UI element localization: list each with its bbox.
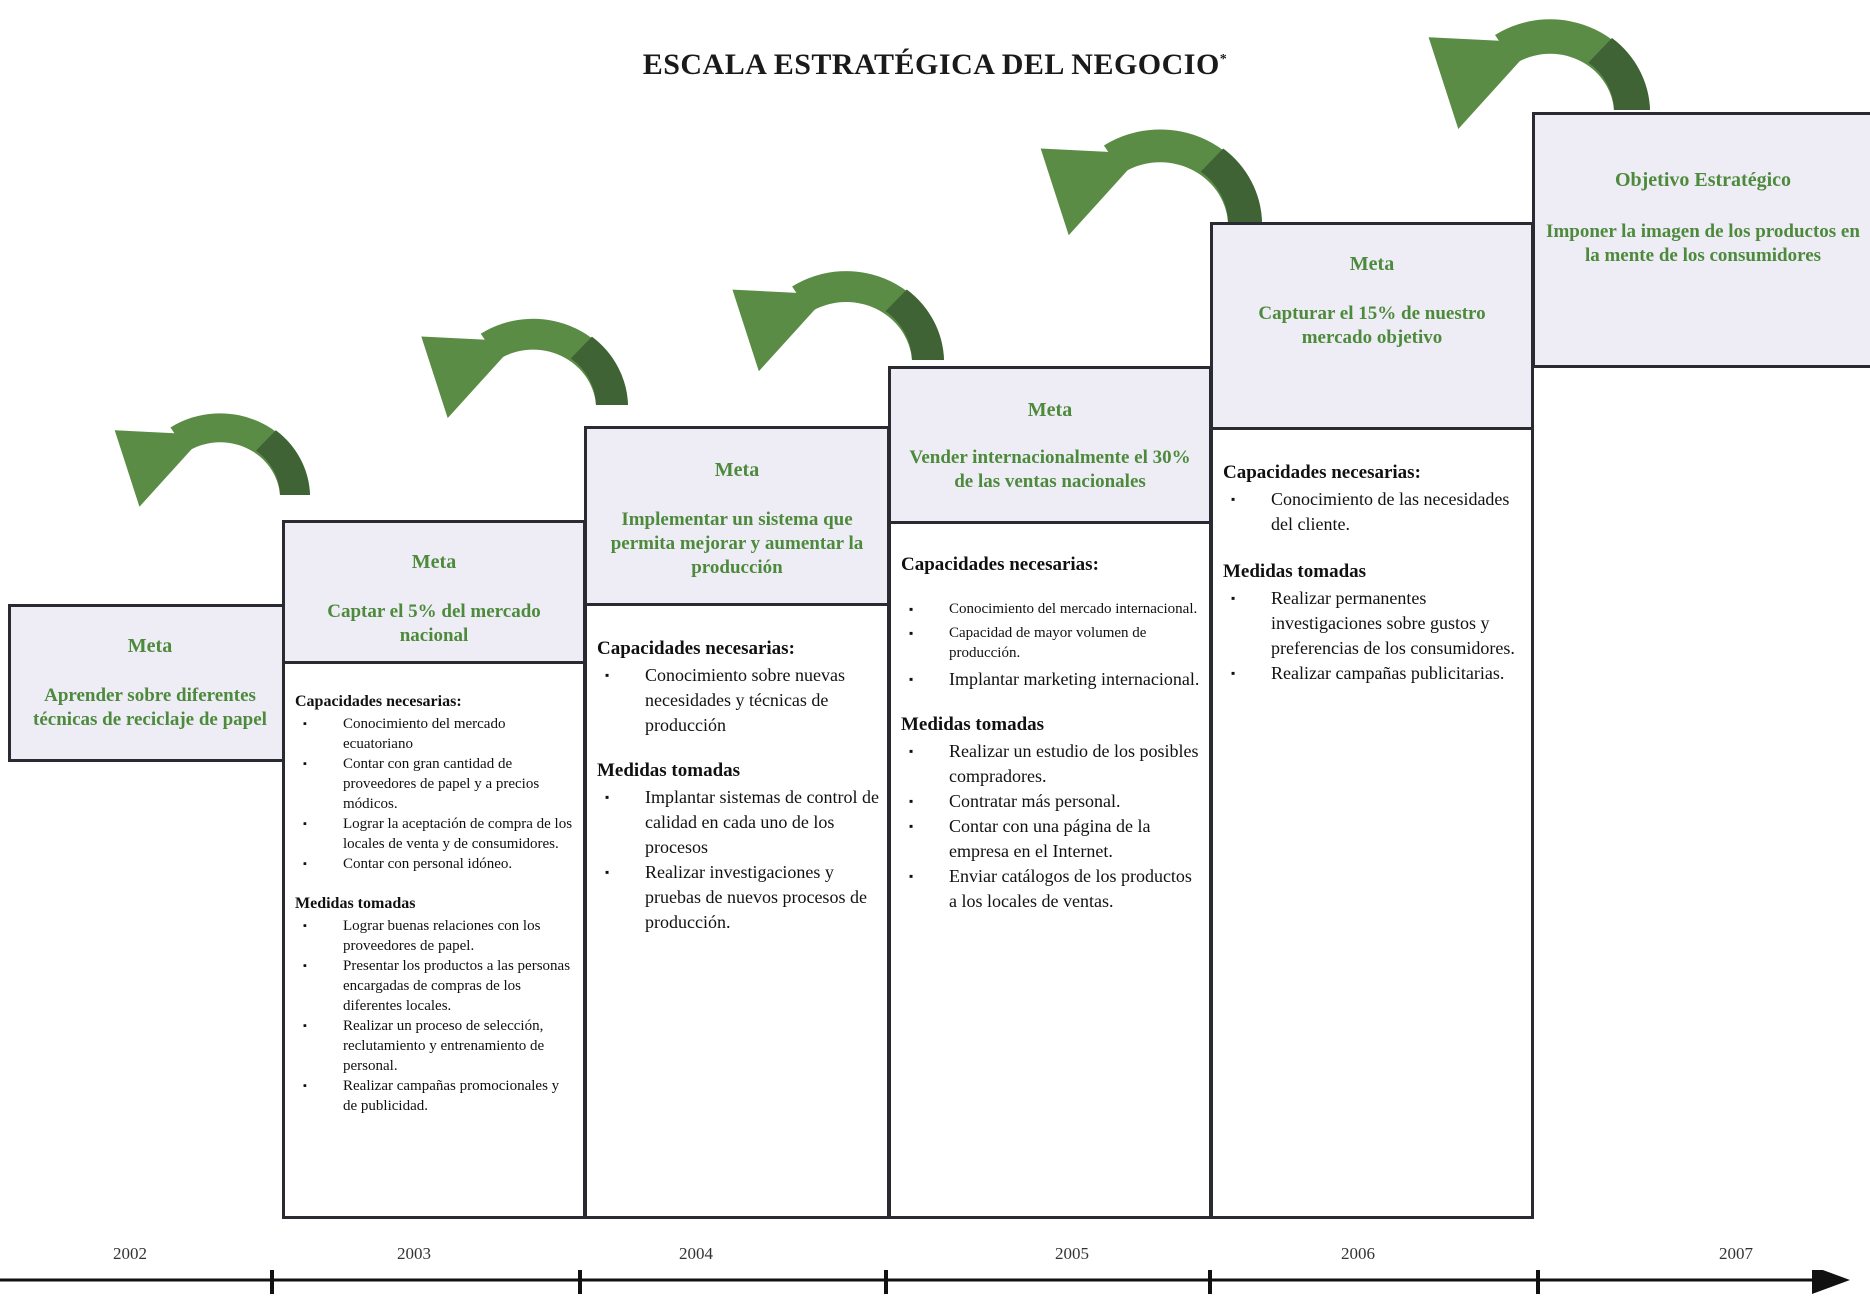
step-2006-med-title: Medidas tomadas bbox=[1223, 561, 1367, 582]
list-item: ▪Implantar sistemas de control de calida… bbox=[605, 787, 879, 857]
bullet-icon: ▪ bbox=[909, 744, 914, 758]
year-label-2002: 2002 bbox=[113, 1244, 147, 1263]
page-title: ESCALA ESTRATÉGICA DEL NEGOCIO* bbox=[0, 48, 1870, 82]
list-item: ▪Realizar campañas promocionales y de pu… bbox=[303, 1078, 560, 1114]
step-2004-meta-box: Meta Implementar un sistema que permita … bbox=[584, 426, 890, 606]
curved-arrow-icon bbox=[114, 413, 310, 507]
bullet-icon: ▪ bbox=[1231, 666, 1236, 680]
step-2003-cap-title: Capacidades necesarias: bbox=[295, 693, 462, 710]
step-2003-meta-box: Meta Captar el 5% del mercado nacional bbox=[282, 520, 586, 664]
step-2003-meta-text: Captar el 5% del mercado nacional bbox=[327, 601, 541, 646]
list-item: ▪Realizar un proceso de selección, reclu… bbox=[303, 1018, 545, 1074]
step-2007-objective-box: Objetivo Estratégico Imponer la imagen d… bbox=[1532, 112, 1870, 368]
list-item: ▪Contar con personal idóneo. bbox=[303, 856, 513, 872]
step-2007-objective-text: Imponer la imagen de los productos en la… bbox=[1546, 221, 1860, 266]
curved-arrow-icon bbox=[421, 318, 628, 419]
step-2006-meta-label: Meta bbox=[1349, 253, 1395, 275]
bullet-icon: ▪ bbox=[1231, 591, 1236, 605]
bullet-icon: ▪ bbox=[605, 865, 610, 879]
bullet-icon: ▪ bbox=[303, 1020, 307, 1032]
step-2002-meta-text: Aprender sobre diferentes técnicas de re… bbox=[33, 685, 267, 730]
timeline-axis bbox=[0, 1270, 1850, 1294]
step-2005-med-list: ▪Realizar un estudio de los posibles com… bbox=[901, 739, 1201, 914]
step-2005-meta-box: Meta Vender internacionalmente el 30% de… bbox=[888, 366, 1212, 524]
list-item: ▪Conocimiento del mercado internacional. bbox=[909, 601, 1198, 617]
step-2006-meta-box: Meta Capturar el 15% de nuestro mercado … bbox=[1210, 222, 1534, 430]
step-2004-med-title: Medidas tomadas bbox=[597, 760, 741, 781]
bullet-icon: ▪ bbox=[1231, 492, 1236, 506]
step-2002-meta-label: Meta bbox=[127, 635, 173, 657]
list-item: ▪Realizar un estudio de los posibles com… bbox=[909, 741, 1199, 786]
step-2005-med-title: Medidas tomadas bbox=[901, 714, 1045, 735]
step-2006-cap-title: Capacidades necesarias: bbox=[1223, 462, 1421, 483]
step-2006-meta-text: Capturar el 15% de nuestro mercado objet… bbox=[1258, 303, 1486, 348]
list-item: ▪Contar con gran cantidad de proveedores… bbox=[303, 756, 540, 812]
list-item: ▪Conocimiento del mercado ecuatoriano bbox=[303, 716, 506, 752]
year-label-2005: 2005 bbox=[1055, 1244, 1089, 1263]
step-2003-med-title: Medidas tomadas bbox=[295, 895, 416, 912]
step-2005-cap-list: ▪Conocimiento del mercado internacional.… bbox=[901, 599, 1201, 692]
step-2006-capacities-box: Capacidades necesarias: ▪Conocimiento de… bbox=[1210, 427, 1534, 1219]
list-item: ▪Capacidad de mayor volumen de producció… bbox=[909, 625, 1147, 661]
year-label-2003: 2003 bbox=[397, 1244, 431, 1263]
step-2002-meta-box: Meta Aprender sobre diferentes técnicas … bbox=[8, 604, 292, 762]
step-2005-meta-label: Meta bbox=[1027, 399, 1073, 421]
bullet-icon: ▪ bbox=[605, 668, 610, 682]
step-2003-capacities-box: Capacidades necesarias: ▪Conocimiento de… bbox=[282, 661, 586, 1219]
step-2006-cap-list: ▪Conocimiento de las necesidades del cli… bbox=[1223, 487, 1523, 537]
step-2004-med-list: ▪Implantar sistemas de control de calida… bbox=[597, 785, 879, 935]
step-2004-cap-list: ▪Conocimiento sobre nuevas necesidades y… bbox=[597, 663, 879, 738]
step-2005-cap-title: Capacidades necesarias: bbox=[901, 554, 1099, 575]
list-item: ▪Implantar marketing internacional. bbox=[901, 667, 1201, 692]
curved-arrow-icon bbox=[1040, 129, 1262, 236]
year-label-2007: 2007 bbox=[1719, 1244, 1753, 1263]
bullet-icon: ▪ bbox=[909, 869, 914, 883]
list-item: ▪Presentar los productos a las personas … bbox=[303, 958, 571, 1014]
step-2007-objective-label: Objetivo Estratégico bbox=[1614, 169, 1792, 191]
curved-arrow-icon bbox=[1428, 19, 1650, 130]
year-label-2004: 2004 bbox=[679, 1244, 713, 1263]
curved-arrow-icon bbox=[732, 271, 944, 372]
bullet-icon: ▪ bbox=[303, 920, 307, 932]
list-item: ▪Realizar permanentes investigaciones so… bbox=[1231, 588, 1515, 658]
bullet-icon: ▪ bbox=[303, 718, 307, 730]
bullet-icon: ▪ bbox=[303, 858, 307, 870]
step-2004-meta-label: Meta bbox=[714, 459, 760, 481]
bullet-icon: ▪ bbox=[605, 790, 610, 804]
list-item: ▪Lograr la aceptación de compra de los l… bbox=[303, 816, 573, 852]
bullet-icon: ▪ bbox=[909, 819, 914, 833]
list-item: ▪Realizar campañas publicitarias. bbox=[1223, 661, 1523, 686]
step-2003-meta-label: Meta bbox=[411, 551, 457, 573]
bullet-icon: ▪ bbox=[909, 794, 914, 808]
bullet-icon: ▪ bbox=[303, 960, 307, 972]
step-2004-capacities-box: Capacidades necesarias: ▪Conocimiento so… bbox=[584, 603, 890, 1219]
step-2003-med-list: ▪Lograr buenas relaciones con los provee… bbox=[295, 916, 573, 1116]
step-2005-meta-text: Vender internacionalmente el 30% de las … bbox=[909, 447, 1191, 492]
step-2005-capacities-box: Capacidades necesarias: ▪Conocimiento de… bbox=[888, 521, 1212, 1219]
list-item: ▪Contratar más personal. bbox=[901, 789, 1201, 814]
title-footnote-mark: * bbox=[1219, 52, 1228, 67]
year-label-2006: 2006 bbox=[1341, 1244, 1375, 1263]
list-item: ▪Lograr buenas relaciones con los provee… bbox=[303, 918, 541, 954]
step-2004-cap-title: Capacidades necesarias: bbox=[597, 638, 795, 659]
step-2003-cap-list: ▪Conocimiento del mercado ecuatoriano ▪C… bbox=[295, 714, 573, 874]
bullet-icon: ▪ bbox=[303, 1080, 307, 1092]
bullet-icon: ▪ bbox=[303, 818, 307, 830]
bullet-icon: ▪ bbox=[909, 602, 914, 616]
title-text: ESCALA ESTRATÉGICA DEL NEGOCIO bbox=[642, 48, 1220, 81]
step-2004-meta-text: Implementar un sistema que permita mejor… bbox=[610, 509, 864, 578]
bullet-icon: ▪ bbox=[303, 758, 307, 770]
bullet-icon: ▪ bbox=[909, 626, 914, 640]
list-item: ▪Enviar catálogos de los productos a los… bbox=[909, 866, 1192, 911]
list-item: ▪Conocimiento sobre nuevas necesidades y… bbox=[605, 665, 845, 735]
bullet-icon: ▪ bbox=[909, 672, 914, 686]
list-item: ▪Conocimiento de las necesidades del cli… bbox=[1231, 489, 1510, 534]
list-item: ▪Realizar investigaciones y pruebas de n… bbox=[605, 862, 867, 932]
step-2006-med-list: ▪Realizar permanentes investigaciones so… bbox=[1223, 586, 1523, 686]
list-item: ▪Contar con una página de la empresa en … bbox=[909, 816, 1151, 861]
